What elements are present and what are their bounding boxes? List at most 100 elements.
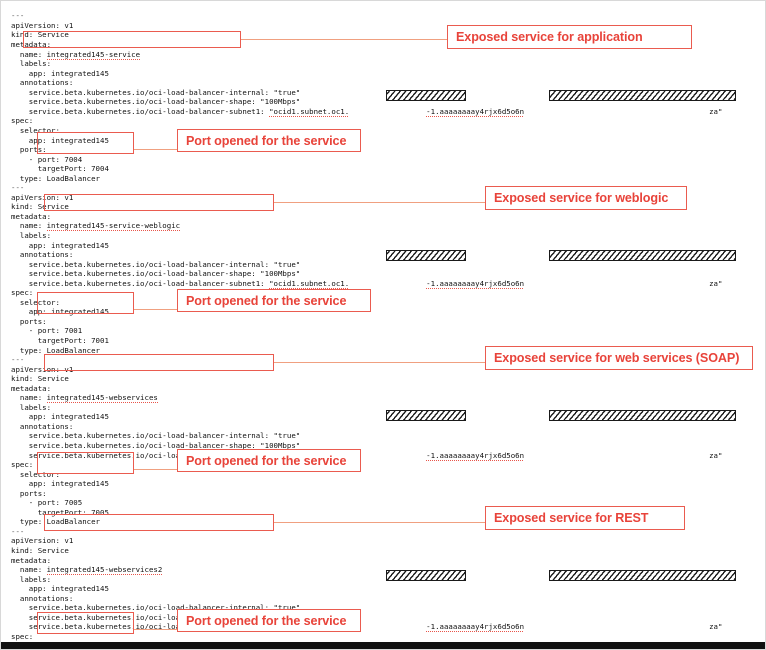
- code-line: service.beta.kubernetes.io/oci-load-bala…: [11, 106, 765, 117]
- port-annotation-label: Port opened for the service: [177, 449, 361, 472]
- ocid-middle-text: -1.aaaaaaaay4rjx6d5o6n: [426, 106, 525, 117]
- redaction-bar: [386, 90, 466, 101]
- redaction-bar: [386, 570, 466, 581]
- code-line: metadata:: [11, 383, 52, 393]
- code-line: spec:: [11, 116, 34, 126]
- redaction-bar: [549, 570, 736, 581]
- code-line: service.beta.kubernetes.io/oci-load-bala…: [11, 259, 301, 269]
- code-line: name: integrated145-webservices2: [11, 565, 765, 576]
- code-line: ---: [11, 11, 765, 21]
- service-name-highlight-box: [44, 354, 274, 371]
- code-line: metadata:: [11, 211, 52, 221]
- code-line: kind: Service: [11, 30, 69, 40]
- yaml-document-separator: ---: [11, 355, 25, 365]
- code-line: app: integrated145: [11, 412, 109, 422]
- code-line: annotations:: [11, 421, 74, 431]
- ocid-middle-text: -1.aaaaaaaay4rjx6d5o6n: [426, 622, 525, 633]
- code-line: labels:: [11, 59, 52, 69]
- code-line: annotations:: [11, 250, 74, 260]
- code-line: service.beta.kubernetes.io/oci-load-bala…: [11, 278, 765, 289]
- ocid-suffix-text: za": [709, 450, 723, 460]
- code-line: spec:: [11, 460, 34, 470]
- service-name-value: integrated145-webservices: [46, 393, 158, 404]
- yaml-document-separator: ---: [11, 526, 25, 536]
- annotation-leader-line: [134, 309, 177, 311]
- service-name-highlight-box: [44, 194, 274, 211]
- code-line: spec:: [11, 288, 34, 298]
- bottom-dark-strip: [1, 642, 765, 649]
- code-line: app: integrated145: [11, 68, 109, 78]
- code-line: name: integrated145-webservices: [11, 393, 765, 404]
- code-line: ports:: [11, 145, 47, 155]
- service-name-highlight-box: [23, 31, 241, 48]
- annotation-leader-line: [134, 149, 177, 151]
- redaction-bar: [549, 90, 736, 101]
- annotation-leader-line: [134, 469, 177, 471]
- code-line: annotations:: [11, 78, 74, 88]
- code-line: kind: Service: [11, 546, 69, 556]
- yaml-key: service.beta.kubernetes.io/oci-load-bala…: [11, 106, 270, 116]
- code-line: type: LoadBalancer: [11, 173, 100, 183]
- code-line: service.beta.kubernetes.io/oci-load-bala…: [11, 269, 301, 279]
- code-line: targetPort: 7005: [11, 507, 109, 517]
- code-line: kind: Service: [11, 202, 69, 212]
- code-line: labels:: [11, 230, 52, 240]
- redaction-bar: [386, 250, 466, 261]
- code-line: labels:: [11, 402, 52, 412]
- code-line: app: integrated145: [11, 240, 109, 250]
- code-line: spec:: [11, 631, 34, 641]
- service-name-highlight-box: [44, 514, 274, 531]
- code-line: selector:: [11, 125, 60, 135]
- code-line: - port: 7001: [11, 326, 83, 336]
- code-line: service.beta.kubernetes.io/oci-load-bala…: [11, 87, 301, 97]
- redaction-bar: [549, 250, 736, 261]
- annotation-leader-line: [134, 629, 177, 631]
- code-line: apiVersion: v1: [11, 364, 74, 374]
- ocid-prefix-text: "ocid1.subnet.oc1.: [269, 278, 350, 289]
- yaml-document-separator: ---: [11, 11, 25, 21]
- yaml-key: service.beta.kubernetes.io/oci-load-bala…: [11, 278, 270, 288]
- code-line: selector:: [11, 297, 60, 307]
- annotation-leader-line: [241, 38, 447, 40]
- ocid-middle-text: -1.aaaaaaaay4rjx6d5o6n: [426, 450, 525, 461]
- code-line: kind: Service: [11, 374, 69, 384]
- ocid-suffix-text: za": [709, 106, 723, 116]
- code-line: apiVersion: v1: [11, 20, 74, 30]
- code-line: service.beta.kubernetes.io/oci-load-bala…: [11, 603, 301, 613]
- code-line: targetPort: 7001: [11, 335, 109, 345]
- annotation-leader-line: [274, 361, 485, 363]
- code-line: metadata:: [11, 555, 52, 565]
- code-line: ---: [11, 183, 765, 193]
- code-line: ---: [11, 526, 765, 537]
- yaml-key: name:: [11, 221, 47, 231]
- port-highlight-box: [37, 612, 134, 634]
- code-line: name: integrated145-service-weblogic: [11, 221, 765, 232]
- code-line: apiVersion: v1: [11, 192, 74, 202]
- annotation-leader-line: [274, 521, 485, 523]
- port-highlight-box: [37, 452, 134, 474]
- port-highlight-box: [37, 292, 134, 314]
- code-line: - port: 7005: [11, 498, 83, 508]
- service-name-value: integrated145-service: [46, 49, 141, 60]
- code-line: - port: 7004: [11, 154, 83, 164]
- code-line: type: LoadBalancer: [11, 345, 100, 355]
- code-line: labels:: [11, 574, 52, 584]
- yaml-key: service.beta.kubernetes.io/oci-load-bala…: [11, 450, 270, 460]
- code-line: metadata:: [11, 40, 52, 50]
- ocid-suffix-text: za": [709, 278, 723, 288]
- port-highlight-box: [37, 132, 134, 154]
- code-line: type: LoadBalancer: [11, 517, 100, 527]
- ocid-middle-text: -1.aaaaaaaay4rjx6d5o6n: [426, 278, 525, 289]
- code-line: targetPort: 7004: [11, 164, 109, 174]
- yaml-key: service.beta.kubernetes.io/oci-load-bala…: [11, 622, 270, 632]
- service-name-annotation-label: Exposed service for REST: [485, 506, 685, 530]
- code-line: app: integrated145: [11, 479, 109, 489]
- code-line: service.beta.kubernetes.io/oci-load-bala…: [11, 97, 301, 107]
- service-name-annotation-label: Exposed service for web services (SOAP): [485, 346, 753, 370]
- service-name-value: integrated145-webservices2: [46, 565, 163, 576]
- redaction-bar: [386, 410, 466, 421]
- service-name-annotation-label: Exposed service for application: [447, 25, 692, 49]
- annotation-leader-line: [274, 201, 485, 203]
